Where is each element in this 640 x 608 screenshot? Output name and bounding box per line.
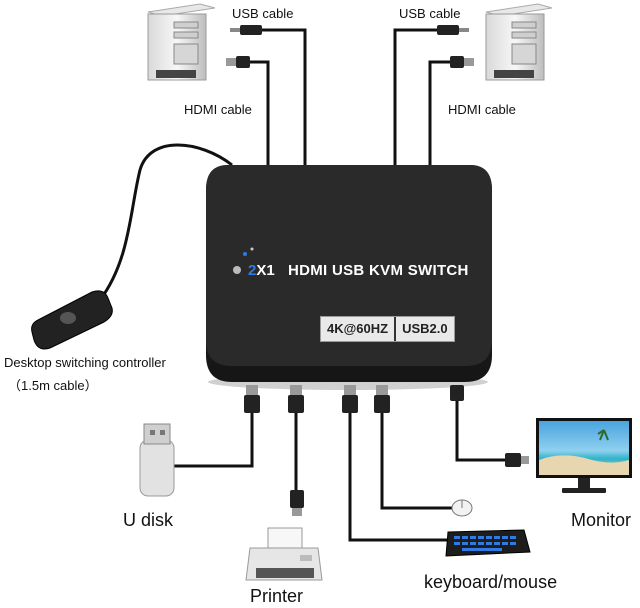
device-logo: 2X1 — [248, 262, 275, 279]
computer-tower-icon — [147, 3, 216, 81]
hdmi-cable-right — [428, 60, 452, 165]
hdmi-cable-right-label: HDMI cable — [448, 102, 516, 117]
keyboard-cable — [348, 412, 448, 542]
device-spec-badges: 4K@60HZ USB2.0 — [320, 316, 455, 342]
computer-tower-icon — [485, 3, 553, 81]
monitor-label: Monitor — [571, 510, 632, 530]
u-disk-label: U disk — [123, 510, 174, 530]
printer-label: Printer — [250, 586, 304, 606]
keyboard-icon — [445, 529, 531, 557]
resolution-badge: 4K@60HZ — [327, 321, 389, 336]
bottom-cables — [170, 400, 505, 542]
usb-cable-left — [262, 28, 307, 165]
top-cables — [98, 28, 452, 301]
udisk-cable — [170, 412, 254, 468]
hdmi-cable-left — [248, 60, 270, 165]
usb-cable-right — [393, 28, 437, 165]
mouse-cable — [380, 412, 452, 510]
usb-drive-icon — [139, 423, 175, 497]
hdmi-cable-left-label: HDMI cable — [184, 102, 252, 117]
usb-version-badge: USB2.0 — [394, 317, 454, 341]
printer-icon — [245, 527, 323, 581]
controller-label: Desktop switching controller — [4, 355, 166, 370]
controller-cable — [98, 143, 233, 301]
switch-controller-icon — [31, 290, 113, 350]
device-title: HDMI USB KVM SWITCH — [288, 262, 469, 279]
monitor-icon — [536, 418, 632, 493]
top-connectors — [226, 25, 474, 68]
monitor-cable — [455, 400, 505, 462]
usb-cable-left-label: USB cable — [232, 6, 294, 21]
mouse-icon — [451, 499, 473, 517]
bottom-connectors — [244, 385, 529, 516]
controller-cable-length-label: （1.5m cable） — [8, 378, 98, 393]
usb-cable-right-label: USB cable — [399, 6, 461, 21]
keyboard-mouse-label: keyboard/mouse — [424, 572, 558, 592]
